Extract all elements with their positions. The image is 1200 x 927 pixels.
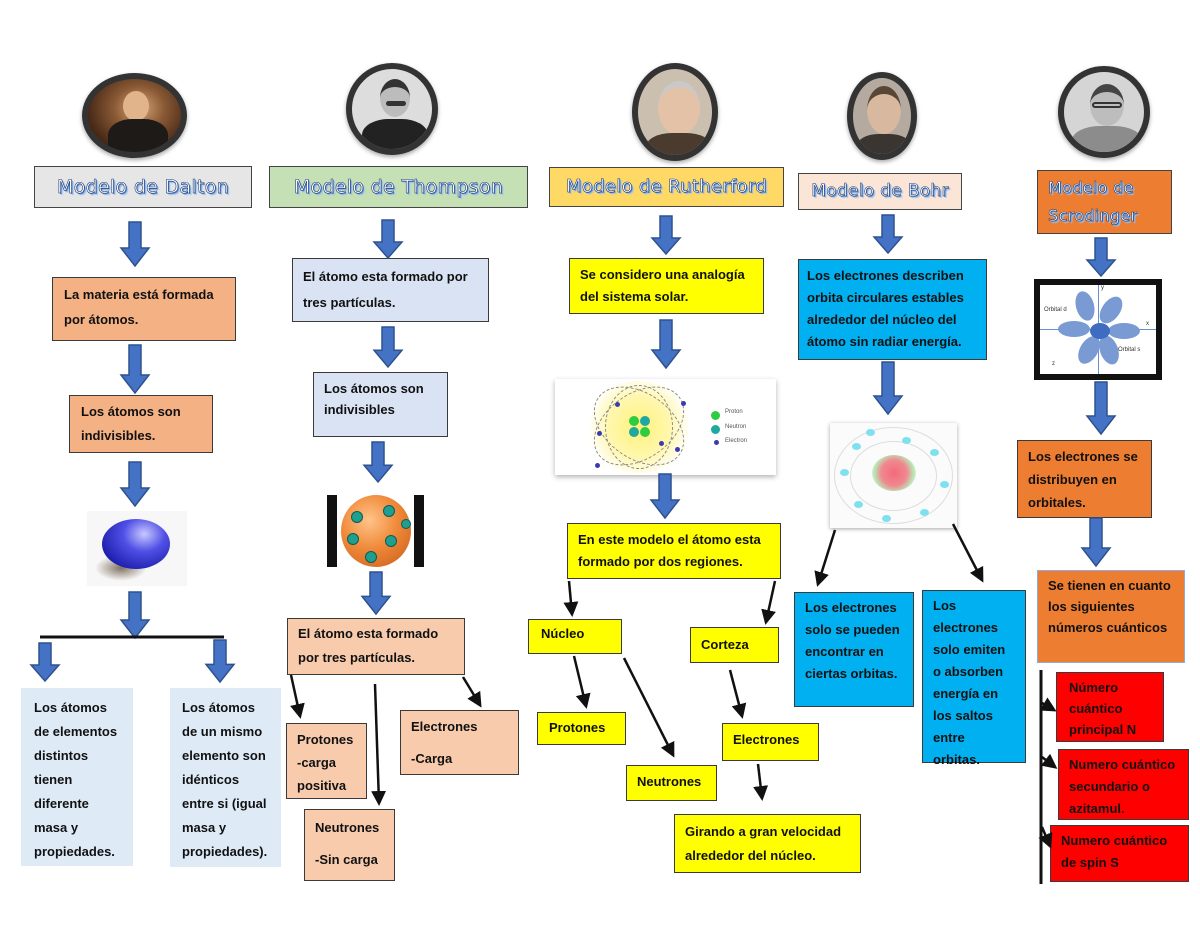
arrow-dalton-2-icon <box>119 344 151 395</box>
connector-regiones-corteza <box>761 580 777 625</box>
dalton-portrait <box>82 73 187 158</box>
rutherford-step-sistema-solar: Se considero una analogía del sistema so… <box>569 258 764 314</box>
schrodinger-portrait <box>1058 66 1150 158</box>
connector-spin <box>1038 826 1053 849</box>
arrow-bohr-2-icon <box>872 361 904 416</box>
connector-corteza-electrones <box>728 669 747 719</box>
arrow-rutherford-2-icon <box>650 319 682 370</box>
schrodinger-step-numeros: Se tienen en cuanto los siguientes númer… <box>1037 570 1185 663</box>
bohr-title: Modelo de Bohr <box>798 173 962 210</box>
arrow-dalton-left-icon <box>29 642 61 683</box>
protones-desc: -carga positiva <box>297 755 347 793</box>
arrow-schrodinger-2-icon <box>1085 381 1117 436</box>
connector-bohr-left <box>814 529 837 587</box>
quantum-number-spin: Numero cuántico de spin S <box>1050 825 1189 882</box>
thompson-portrait <box>346 63 438 155</box>
rutherford-corteza: Corteza <box>690 627 779 663</box>
bohr-portrait <box>847 72 917 160</box>
bohr-nucleus-icon <box>872 455 916 491</box>
thompson-step-tres-particulas: El átomo esta formado por tres partícula… <box>292 258 489 322</box>
axis-y-label: y <box>1101 285 1104 291</box>
arrow-schrodinger-3-icon <box>1080 517 1112 568</box>
rutherford-neutrones: Neutrones <box>626 765 717 801</box>
arrow-thompson-2-icon <box>372 326 404 369</box>
arrow-rutherford-3-icon <box>649 473 681 520</box>
dalton-title: Modelo de Dalton <box>34 166 252 208</box>
nucleus-icon <box>629 416 639 426</box>
arrow-rutherford-1-icon <box>650 215 682 256</box>
dalton-step-materia: La materia está formada por átomos. <box>52 277 236 341</box>
thompson-title: Modelo de Thompson <box>269 166 528 208</box>
connector-regiones-nucleo <box>563 580 579 617</box>
connector-secundario <box>1040 753 1058 769</box>
thompson-electrones: Electrones -Carga <box>400 710 519 775</box>
orbital-s-icon <box>1090 323 1110 339</box>
schrodinger-step-orbitales: Los electrones se distribuyen en orbital… <box>1017 440 1152 518</box>
arrow-dalton-3-icon <box>119 461 151 508</box>
rutherford-portrait <box>632 63 718 161</box>
orbital-d-label: Orbital d <box>1044 307 1067 313</box>
thompson-neutrones: Neutrones -Sin carga <box>304 809 395 881</box>
legend-neutron: Neutron <box>725 424 747 430</box>
arrow-bohr-1-icon <box>872 214 904 255</box>
legend-proton: Proton <box>725 409 743 415</box>
thompson-atom-image <box>327 495 424 567</box>
dalton-sphere-image <box>87 511 187 586</box>
neutrones-desc: -Sin carga <box>315 852 378 867</box>
arrow-thompson-1-icon <box>372 219 404 260</box>
connector-thompson-neutrones <box>371 683 387 806</box>
quantum-number-secondary: Numero cuántico secundario o azitamul. <box>1058 749 1189 820</box>
arrow-thompson-3-icon <box>362 441 394 484</box>
bohr-ciertas-orbitas: Los electrones solo se pueden encontrar … <box>794 592 914 707</box>
dalton-step-indivisibles: Los átomos son indivisibles. <box>69 395 213 453</box>
schrodinger-orbital-image: Orbital d Orbital s y x z <box>1034 279 1162 380</box>
connector-nucleo-protones <box>572 655 591 709</box>
rutherford-nucleo: Núcleo <box>528 619 622 654</box>
axis-z-label: z <box>1052 361 1055 367</box>
axis-x-label: x <box>1146 321 1149 327</box>
neutrones-label: Neutrones <box>315 820 380 835</box>
protones-label: Protones <box>297 732 354 747</box>
arrow-thompson-4-icon <box>360 571 392 616</box>
schrodinger-title: Modelo de Scrodinger <box>1037 170 1172 234</box>
connector-electrones-girando <box>753 763 769 801</box>
electrones-label: Electrones <box>411 719 478 734</box>
thompson-step-tres-particulas-2: El átomo esta formado por tres partícula… <box>287 618 465 675</box>
legend-electron: Electron <box>725 438 748 444</box>
bohr-atom-image <box>830 423 957 528</box>
bohr-step-orbitas: Los electrones describen orbita circular… <box>798 259 987 360</box>
connector-bohr-right <box>951 523 984 583</box>
electrones-desc: -Carga <box>411 751 453 766</box>
thompson-protones: Protones -carga positiva <box>286 723 367 799</box>
rutherford-electrones: Electrones <box>722 723 819 761</box>
rutherford-title: Modelo de Rutherford <box>549 167 784 207</box>
connector-thompson-protones <box>289 674 305 719</box>
connector-nucleo-neutrones <box>622 657 675 758</box>
rutherford-step-dos-regiones: En este modelo el átomo esta formado por… <box>567 523 781 579</box>
dalton-distinct-elements: Los átomos de elementos distintos tienen… <box>21 688 133 866</box>
quantum-number-principal: Número cuántico principal N <box>1056 672 1164 742</box>
rutherford-girando: Girando a gran velocidad alrededor del n… <box>674 814 861 873</box>
arrow-dalton-right-icon <box>204 639 236 684</box>
rutherford-protones: Protones <box>537 712 626 745</box>
arrow-schrodinger-1-icon <box>1085 237 1117 278</box>
sphere-icon <box>102 519 170 569</box>
arrow-dalton-1-icon <box>119 221 151 268</box>
connector-principal <box>1039 697 1057 712</box>
orbital-s-label: Orbital s <box>1118 347 1141 353</box>
rutherford-atom-image: Proton Neutron Electron <box>555 379 776 475</box>
arrow-dalton-4-icon <box>119 591 151 640</box>
bohr-saltos-orbitas: Los electrones solo emiten o absorben en… <box>922 590 1026 767</box>
thompson-step-indivisibles: Los átomos son indivisibles <box>313 372 448 437</box>
dalton-same-element: Los átomos de un mismo elemento son idén… <box>170 688 281 867</box>
connector-thompson-electrones <box>461 676 482 708</box>
